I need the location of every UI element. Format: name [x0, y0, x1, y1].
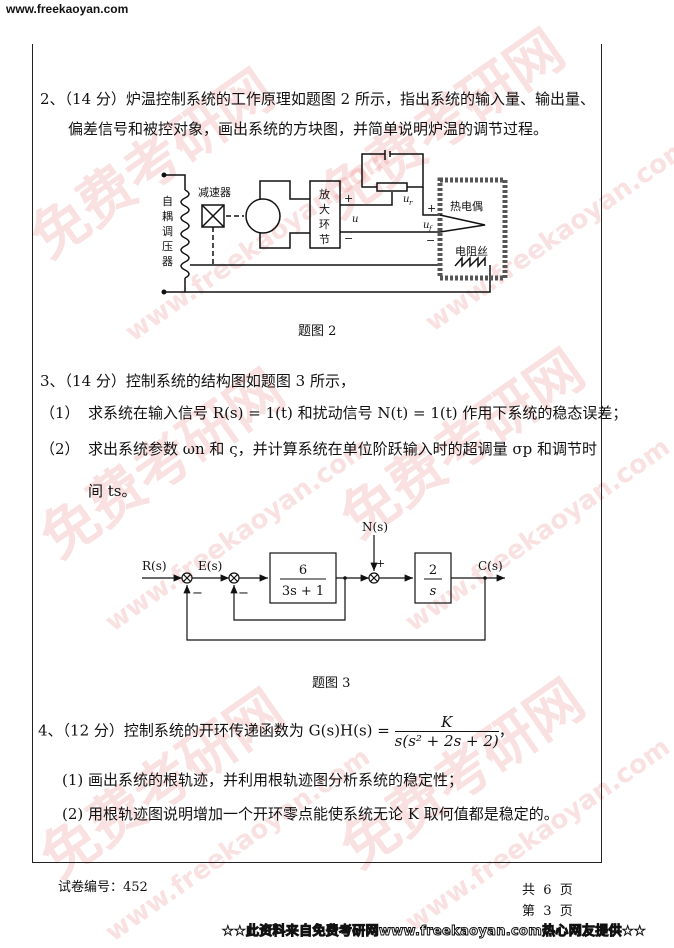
- q3-item1-number: （1）: [40, 404, 80, 422]
- q3-item1: 求系统在输入信号 R(s) = 1(t) 和扰动信号 N(t) = 1(t) 作…: [88, 404, 628, 422]
- exam-frame: [32, 44, 602, 863]
- autotransformer-label: 压: [162, 240, 173, 253]
- plus-sign: +: [427, 202, 436, 215]
- minus-sign: −: [426, 234, 435, 247]
- current-page: 第 3 页: [522, 904, 573, 919]
- exam-code: 试卷编号：452: [58, 880, 148, 895]
- amplifier-label: 大: [319, 202, 330, 216]
- amplifier-label: 环: [319, 218, 330, 231]
- plus-sign: +: [376, 557, 385, 570]
- c-label: C(s): [478, 559, 503, 573]
- source-banner: ★★此资料来自免费考研网www.freekaoyan.com热心网友提供★★: [222, 924, 647, 940]
- q2-line1: 2、（14 分）炉温控制系统的工作原理如题图 2 所示，指出系统的输入量、输出量…: [40, 90, 595, 108]
- minus-sign: −: [344, 232, 353, 245]
- autotransformer-label: 自: [162, 195, 173, 208]
- r-label: R(s): [142, 559, 167, 573]
- minus-sign: −: [238, 586, 249, 601]
- figure-3-block-diagram: R(s) E(s) N(s) + C(s) − − 6 3s + 1 2 s: [142, 520, 505, 641]
- amplifier-label: 节: [319, 233, 330, 246]
- total-pages: 共 6 页: [522, 883, 573, 898]
- site-url[interactable]: www.freekaoyan.com: [6, 2, 129, 16]
- g1-denominator: 3s + 1: [282, 584, 324, 599]
- q2-line2: 偏差信号和被控对象，画出系统的方块图，并简单说明炉温的调节过程。: [68, 120, 549, 138]
- q4-item1: (1) 画出系统的根轨迹，并利用根轨迹图分析系统的稳定性；: [62, 771, 464, 789]
- plus-sign: +: [344, 192, 353, 205]
- uf-label: u: [423, 220, 429, 231]
- thermocouple-label: 热电偶: [450, 200, 483, 213]
- heater-label: 电阻丝: [455, 245, 488, 258]
- u-label: u: [352, 214, 358, 225]
- ur-label: u: [403, 194, 409, 205]
- tf-numerator: K: [394, 713, 499, 732]
- transfer-function: K s(s² + 2s + 2): [394, 713, 499, 750]
- minus-sign: −: [192, 586, 203, 601]
- autotransformer-label: 器: [162, 255, 173, 268]
- tf-denominator: s(s² + 2s + 2): [394, 732, 499, 750]
- figure-3-caption: 题图 3: [312, 676, 351, 691]
- reducer-label: 减速器: [198, 186, 231, 199]
- e-label: E(s): [198, 559, 222, 573]
- autotransformer-label: 调: [162, 225, 173, 238]
- g2-denominator: s: [430, 584, 437, 599]
- q4-tail: ，: [498, 721, 514, 740]
- q3-item2-continued: 间 ts。: [88, 482, 137, 500]
- q3-item2-number: （2）: [40, 440, 80, 458]
- figure-2-caption: 题图 2: [298, 324, 337, 339]
- amplifier-label: 放: [319, 187, 330, 201]
- q3-item2: 求出系统参数 ωn 和 ς，并计算系统在单位阶跃输入时的超调量 σp 和调节时: [88, 440, 597, 458]
- g1-numerator: 6: [299, 563, 307, 578]
- q3-heading: 3、（14 分）控制系统的结构图如题图 3 所示，: [40, 372, 355, 390]
- n-label: N(s): [362, 520, 388, 534]
- q4-heading-row: 4、（12 分）控制系统的开环传递函数为 G(s)H(s) = K s(s² +…: [38, 713, 514, 750]
- ur-subscript: r: [409, 199, 413, 207]
- g2-numerator: 2: [429, 563, 437, 578]
- uf-subscript: f: [428, 225, 433, 233]
- q4-item2: (2) 用根轨迹图说明增加一个开环零点能使系统无论 K 取何值都是稳定的。: [62, 805, 559, 823]
- autotransformer-label: 耦: [162, 210, 173, 223]
- q4-heading: 4、（12 分）控制系统的开环传递函数为 G(s)H(s) =: [38, 721, 390, 740]
